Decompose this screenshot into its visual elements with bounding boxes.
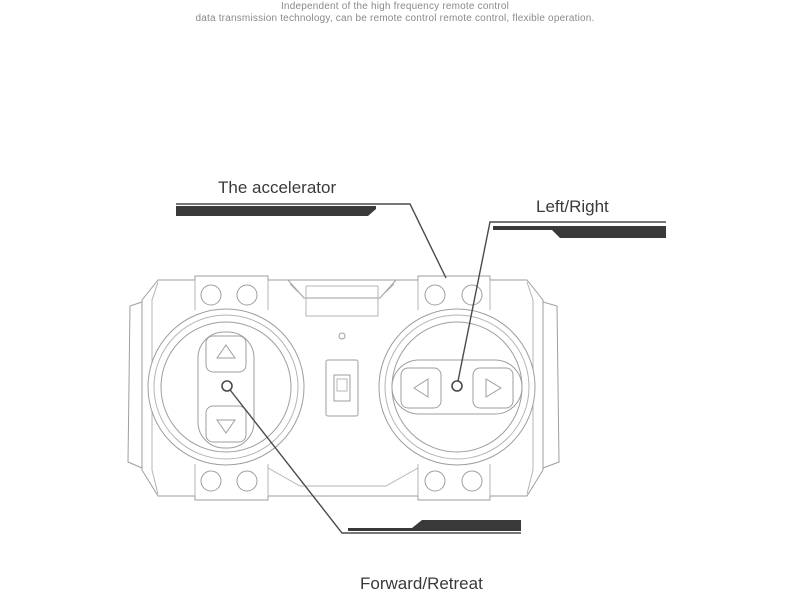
left-dial-inner bbox=[160, 321, 292, 453]
right-module-panel bbox=[417, 280, 491, 496]
screw-bottom-right-1 bbox=[424, 470, 446, 492]
top-center-inner bbox=[305, 285, 379, 317]
right-button[interactable] bbox=[472, 367, 514, 409]
screw-top-left-2 bbox=[236, 284, 258, 306]
forward-retreat-underline-bar bbox=[348, 520, 521, 531]
left-side-grip bbox=[127, 301, 143, 469]
top-center-notch bbox=[268, 279, 418, 299]
screw-top-right-2 bbox=[461, 284, 483, 306]
left-module-panel bbox=[194, 280, 269, 496]
left-right-leader-line bbox=[456, 221, 666, 387]
forward-retreat-pivot-marker bbox=[221, 380, 233, 392]
down-arrow-icon bbox=[216, 419, 236, 434]
power-switch-knob bbox=[336, 378, 348, 392]
left-arrow-icon bbox=[413, 378, 429, 398]
left-right-underline-bar bbox=[493, 226, 666, 238]
retreat-button[interactable] bbox=[205, 405, 247, 443]
right-side-grip bbox=[542, 301, 560, 469]
intro-line-1: Independent of the high frequency remote… bbox=[280, 1, 510, 12]
intro-line-2: data transmission technology, can be rem… bbox=[195, 13, 595, 24]
right-arrow-icon bbox=[485, 378, 502, 398]
left-dial-ring bbox=[153, 314, 299, 460]
accelerator-label: The accelerator bbox=[218, 178, 337, 197]
screw-top-right-1 bbox=[424, 284, 446, 306]
screw-bottom-left-1 bbox=[200, 470, 222, 492]
left-right-pivot-marker bbox=[451, 380, 463, 392]
forward-retreat-leader-line bbox=[226, 385, 521, 534]
power-switch-housing[interactable] bbox=[325, 359, 359, 417]
left-right-label: Left/Right bbox=[536, 197, 609, 216]
screw-bottom-right-2 bbox=[461, 470, 483, 492]
top-notch-chevrons bbox=[289, 283, 395, 293]
forward-retreat-label: Forward/Retreat bbox=[360, 574, 483, 593]
power-switch-slot bbox=[333, 374, 351, 402]
screw-bottom-left-2 bbox=[236, 470, 258, 492]
accelerator-leader-line bbox=[176, 203, 447, 279]
forward-button[interactable] bbox=[205, 335, 247, 373]
right-dial-ring bbox=[384, 314, 530, 460]
screw-top-left-1 bbox=[200, 284, 222, 306]
accelerator-underline-bar bbox=[176, 206, 376, 216]
up-arrow-icon bbox=[216, 344, 236, 359]
bottom-center-trim bbox=[267, 467, 419, 487]
led-indicator bbox=[338, 332, 346, 340]
left-button[interactable] bbox=[400, 367, 442, 409]
